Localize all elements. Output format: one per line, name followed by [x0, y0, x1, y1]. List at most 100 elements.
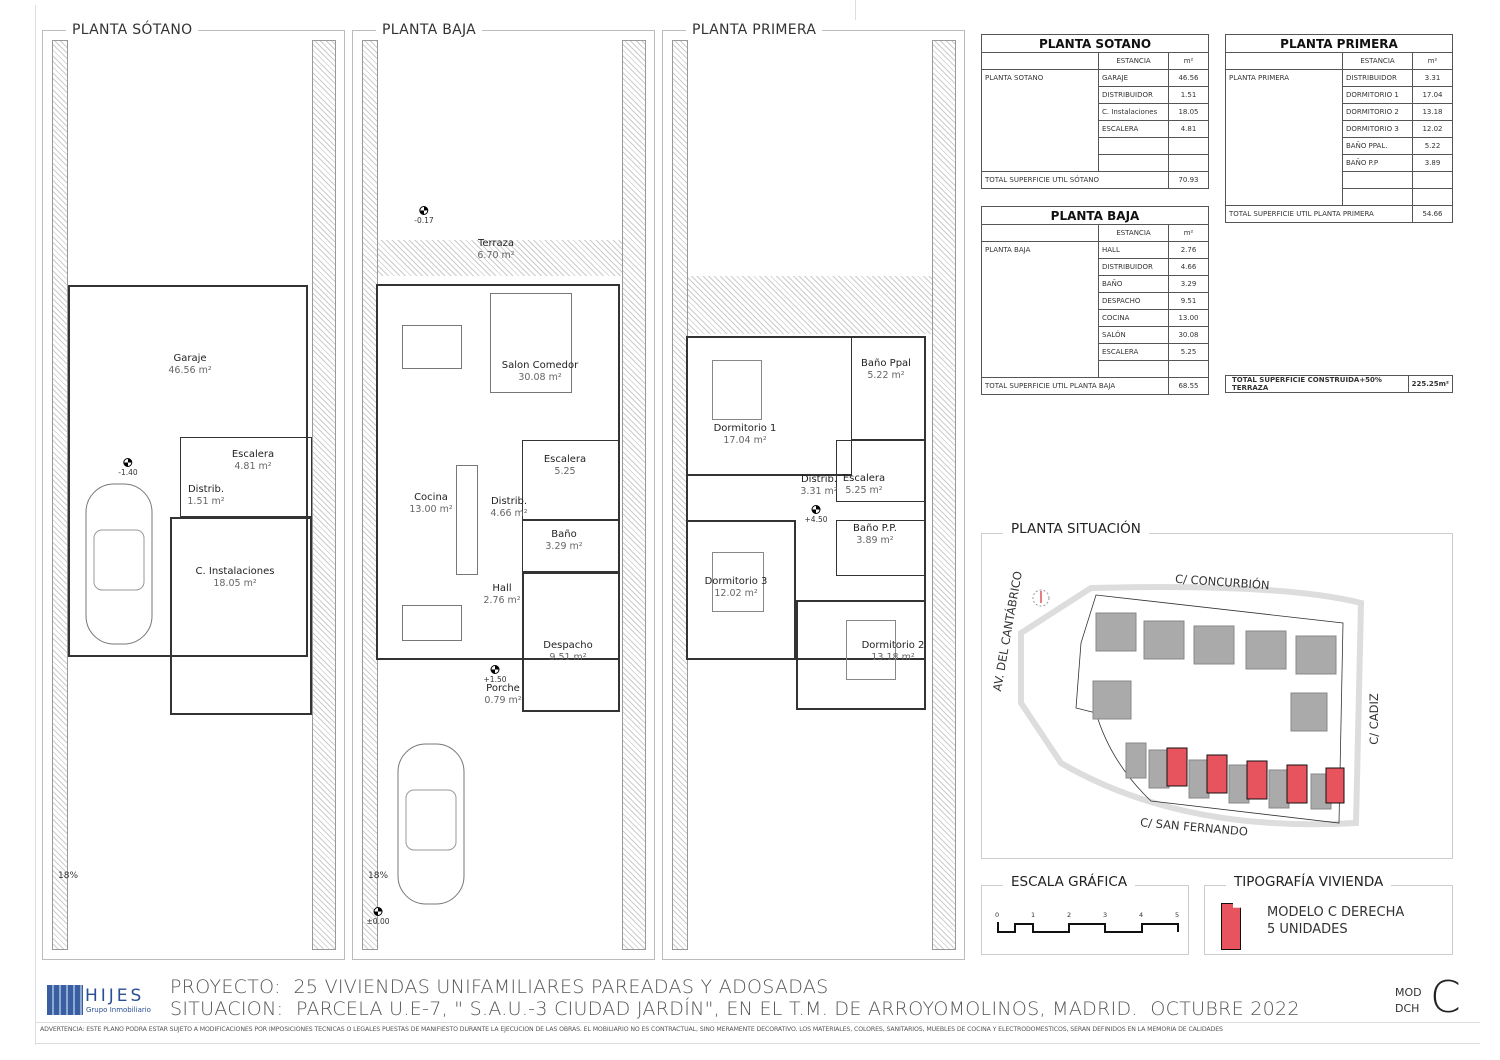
bed-icon — [712, 360, 762, 420]
scale-tick: 4 — [1139, 911, 1144, 919]
model-c-swatch-icon — [1221, 903, 1241, 950]
blank-cell — [981, 224, 1099, 242]
room-cell: DORMITORIO 3 — [1342, 120, 1413, 138]
room-area: 3.29 m² — [545, 541, 583, 552]
room-name: Distrib. — [490, 496, 528, 507]
level-marker-icon — [123, 458, 133, 467]
wall-hatch — [312, 40, 336, 950]
room-cell: ESCALERA — [1098, 343, 1169, 361]
garage-walls — [68, 285, 308, 657]
bedroom-1 — [686, 336, 852, 476]
room-area: 2.76 m² — [483, 595, 521, 606]
room-area: 13.00 m² — [409, 504, 453, 515]
plan-baja-frame — [352, 30, 655, 960]
room-label: Distrib.4.66 m² — [490, 496, 527, 520]
scale-tick: 1 — [1031, 911, 1036, 919]
room-cell: DISTRIBUIDOR — [1098, 258, 1169, 276]
plan-title-baja: PLANTA BAJA — [376, 22, 483, 38]
level-value: ±0.00 — [366, 917, 390, 926]
logo-subtitle: Grupo Inmobiliario — [86, 1006, 151, 1014]
grand-total-label: TOTAL SUPERFICIE CONSTRUIDA+50% TERRAZA — [1225, 375, 1409, 393]
car-icon — [397, 743, 465, 905]
room-cell: C. Instalaciones — [1098, 103, 1169, 121]
stair — [836, 440, 926, 502]
level-marker: -1.40 — [118, 458, 138, 477]
area-cell: 46.56 — [1168, 69, 1209, 87]
table-row — [1226, 171, 1453, 189]
bedroom-3 — [686, 520, 796, 660]
frame-line — [35, 1043, 1480, 1044]
room-area: 12.02 m² — [714, 588, 758, 599]
room-cell — [1098, 360, 1169, 378]
level-marker-icon — [811, 505, 821, 514]
floor-label: PLANTA SOTANO — [981, 69, 1099, 172]
room-cell: SALÓN — [1098, 326, 1169, 344]
room-area: 4.81 m² — [234, 461, 272, 472]
area-cell: 30.08 — [1168, 326, 1209, 344]
divider — [35, 1022, 1480, 1023]
room-cell: DESPACHO — [1098, 292, 1169, 310]
stair-core — [180, 437, 312, 517]
bathroom-pp — [836, 520, 926, 576]
room-cell: DORMITORIO 2 — [1342, 103, 1413, 121]
col-header: m² — [1168, 224, 1209, 242]
room-cell: BAÑO PPAL. — [1342, 137, 1413, 155]
typology-model: MODELO C DERECHA — [1267, 905, 1405, 920]
area-cell: 13.00 — [1168, 309, 1209, 327]
level-value: +4.50 — [804, 515, 828, 524]
area-cell: 12.02 — [1412, 120, 1453, 138]
total-label: TOTAL SUPERFICIE UTIL PLANTA PRIMERA — [1225, 205, 1413, 223]
room-label: Baño P.P.3.89 m² — [853, 523, 897, 547]
typology-legend: MODELO C DERECHA 5 UNIDADES — [1267, 904, 1404, 938]
master-bath — [852, 336, 926, 440]
dining-table-icon — [402, 325, 462, 369]
blank-cell — [981, 52, 1099, 70]
room-area: 5.22 m² — [867, 370, 905, 381]
room-name: Dormitorio 1 — [713, 423, 777, 434]
level-marker: ±0.00 — [366, 907, 390, 926]
roof-tiles — [688, 276, 932, 334]
level-value: +1.50 — [483, 675, 507, 684]
room-area: 9.51 m² — [549, 652, 587, 663]
kitchen-table-icon — [402, 605, 462, 641]
plan-title-primera: PLANTA PRIMERA — [686, 22, 823, 38]
total-value: 68.55 — [1168, 377, 1209, 395]
sofa-icon — [490, 293, 572, 393]
col-header: ESTANCIA — [1098, 224, 1169, 242]
area-cell: 5.25 — [1168, 343, 1209, 361]
room-area: 3.89 m² — [856, 535, 894, 546]
room-cell: HALL — [1098, 241, 1169, 259]
level-value: -0.17 — [414, 216, 434, 225]
room-name: Terraza — [477, 238, 515, 249]
level-marker-icon — [373, 907, 383, 916]
room-name: Baño Ppal — [861, 358, 911, 369]
bed-icon — [846, 620, 896, 680]
room-label: Distrib.3.31 m² — [800, 474, 837, 498]
room-name: Dormitorio 3 — [704, 576, 768, 587]
scale-tick: 3 — [1103, 911, 1108, 919]
scale-tick: 5 — [1175, 911, 1180, 919]
frame-line — [855, 0, 856, 20]
table-title: PLANTA BAJA — [981, 206, 1209, 225]
room-name: Distrib. — [800, 474, 838, 485]
site-plan-section — [981, 533, 1453, 859]
area-cell — [1412, 171, 1453, 189]
